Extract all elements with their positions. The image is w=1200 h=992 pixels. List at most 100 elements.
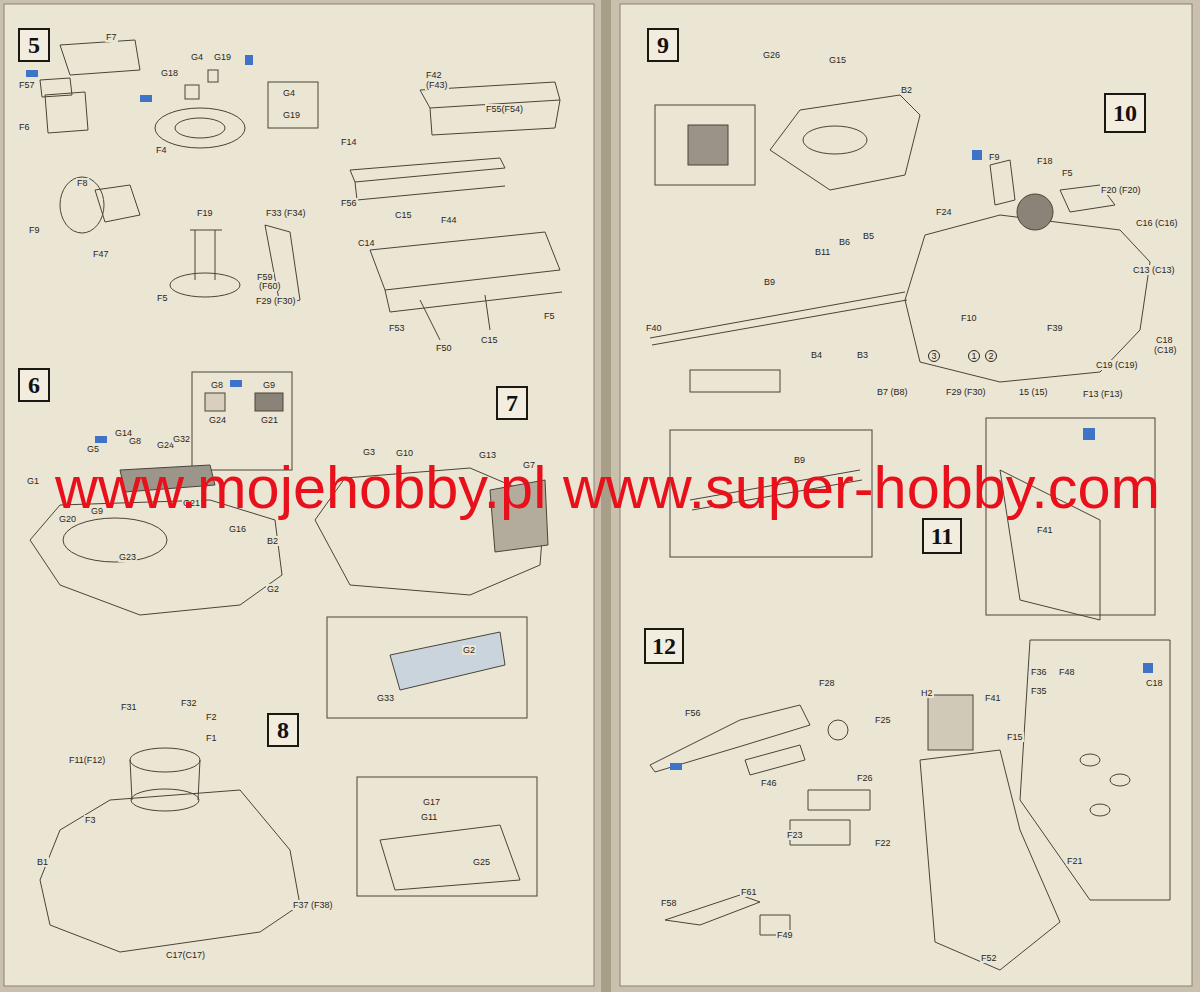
part-label: G4 bbox=[282, 88, 296, 98]
part-label: F23 bbox=[786, 830, 804, 840]
step-number: 12 bbox=[652, 634, 676, 658]
part-label: F56 bbox=[340, 198, 358, 208]
part-label: F39 bbox=[1046, 323, 1064, 333]
step-number-box: 8 bbox=[267, 713, 299, 747]
part-label: F13 (F13) bbox=[1082, 389, 1124, 399]
callout-number: 2 bbox=[985, 350, 997, 362]
part-label: F24 bbox=[935, 207, 953, 217]
part-label: F48 bbox=[1058, 667, 1076, 677]
part-label: C18 bbox=[1145, 678, 1164, 688]
part-label: F46 bbox=[760, 778, 778, 788]
part-label: B2 bbox=[900, 85, 913, 95]
part-label: F22 bbox=[874, 838, 892, 848]
step-number-box: 11 bbox=[922, 518, 962, 554]
step-number-box: 10 bbox=[1104, 93, 1146, 133]
part-label: G19 bbox=[282, 110, 301, 120]
step-number: 9 bbox=[657, 33, 669, 57]
part-label: B4 bbox=[810, 350, 823, 360]
step-number: 5 bbox=[28, 33, 40, 57]
part-label: F26 bbox=[856, 773, 874, 783]
part-label: F25 bbox=[874, 715, 892, 725]
part-label: (F60) bbox=[258, 281, 282, 291]
part-label: F61 bbox=[740, 887, 758, 897]
part-label: G18 bbox=[160, 68, 179, 78]
callout-number: 3 bbox=[928, 350, 940, 362]
part-label: F2 bbox=[205, 712, 218, 722]
part-label: B1 bbox=[36, 857, 49, 867]
part-label: F5 bbox=[543, 311, 556, 321]
step-number: 8 bbox=[277, 718, 289, 742]
part-label: G19 bbox=[213, 52, 232, 62]
part-label: C18 bbox=[1155, 335, 1174, 345]
part-label: F15 bbox=[1006, 732, 1024, 742]
step-number-box: 7 bbox=[496, 386, 528, 420]
part-label: G24 bbox=[208, 415, 227, 425]
part-label: G2 bbox=[462, 645, 476, 655]
part-label: B11 bbox=[814, 247, 831, 257]
part-label: G10 bbox=[395, 448, 414, 458]
step-number-box: 9 bbox=[647, 28, 679, 62]
part-label: F29 (F30) bbox=[255, 296, 297, 306]
part-label: G3 bbox=[362, 447, 376, 457]
part-label: F28 bbox=[818, 678, 836, 688]
part-label: G32 bbox=[172, 434, 191, 444]
part-label: F5 bbox=[1061, 168, 1074, 178]
part-label: G26 bbox=[762, 50, 781, 60]
part-label: F41 bbox=[984, 693, 1002, 703]
part-label: G9 bbox=[262, 380, 276, 390]
part-label: F6 bbox=[18, 122, 31, 132]
part-label: C14 bbox=[357, 238, 376, 248]
part-label: F18 bbox=[1036, 156, 1054, 166]
part-label: F50 bbox=[435, 343, 453, 353]
part-label: B5 bbox=[862, 231, 875, 241]
part-label: F35 bbox=[1030, 686, 1048, 696]
step-number: 10 bbox=[1113, 101, 1137, 125]
step-number-box: 6 bbox=[18, 368, 50, 402]
part-label: F31 bbox=[120, 702, 138, 712]
part-label: F44 bbox=[440, 215, 458, 225]
part-label: G2 bbox=[266, 584, 280, 594]
part-label: F4 bbox=[155, 145, 168, 155]
part-label: F5 bbox=[156, 293, 169, 303]
part-label: G25 bbox=[472, 857, 491, 867]
part-label: F41 bbox=[1036, 525, 1054, 535]
part-label: F21 bbox=[1066, 856, 1084, 866]
part-label: G33 bbox=[376, 693, 395, 703]
part-label: B3 bbox=[856, 350, 869, 360]
part-label: C13 (C13) bbox=[1132, 265, 1176, 275]
part-label: F9 bbox=[28, 225, 41, 235]
part-label: F55(F54) bbox=[485, 104, 524, 114]
part-label: G15 bbox=[828, 55, 847, 65]
part-label: G4 bbox=[190, 52, 204, 62]
step-number-box: 5 bbox=[18, 28, 50, 62]
part-label: C16 (C16) bbox=[1135, 218, 1179, 228]
step-number: 11 bbox=[931, 524, 954, 548]
part-label: B6 bbox=[838, 237, 851, 247]
part-label: F40 bbox=[645, 323, 663, 333]
part-label: F57 bbox=[18, 80, 36, 90]
part-label: F52 bbox=[980, 953, 998, 963]
part-label: F19 bbox=[196, 208, 214, 218]
part-label: B7 (B8) bbox=[876, 387, 909, 397]
part-label: C15 bbox=[480, 335, 499, 345]
part-label: F58 bbox=[660, 898, 678, 908]
part-label: G23 bbox=[118, 552, 137, 562]
part-label: F37 (F38) bbox=[292, 900, 334, 910]
paint-markers bbox=[26, 55, 1153, 770]
part-label: G21 bbox=[260, 415, 279, 425]
part-label: (F43) bbox=[425, 80, 449, 90]
part-label: G8 bbox=[210, 380, 224, 390]
part-label: F7 bbox=[105, 32, 118, 42]
part-label: F1 bbox=[205, 733, 218, 743]
part-label: G1 bbox=[26, 476, 40, 486]
part-label: F10 bbox=[960, 313, 978, 323]
callout-number: 1 bbox=[968, 350, 980, 362]
part-label: G5 bbox=[86, 444, 100, 454]
parts-drawing bbox=[30, 40, 1170, 970]
part-label: F56 bbox=[684, 708, 702, 718]
part-label: G11 bbox=[420, 812, 438, 822]
pages bbox=[4, 0, 1192, 992]
part-label: F29 (F30) bbox=[945, 387, 987, 397]
part-label: G16 bbox=[228, 524, 247, 534]
part-label: 15 (15) bbox=[1018, 387, 1049, 397]
